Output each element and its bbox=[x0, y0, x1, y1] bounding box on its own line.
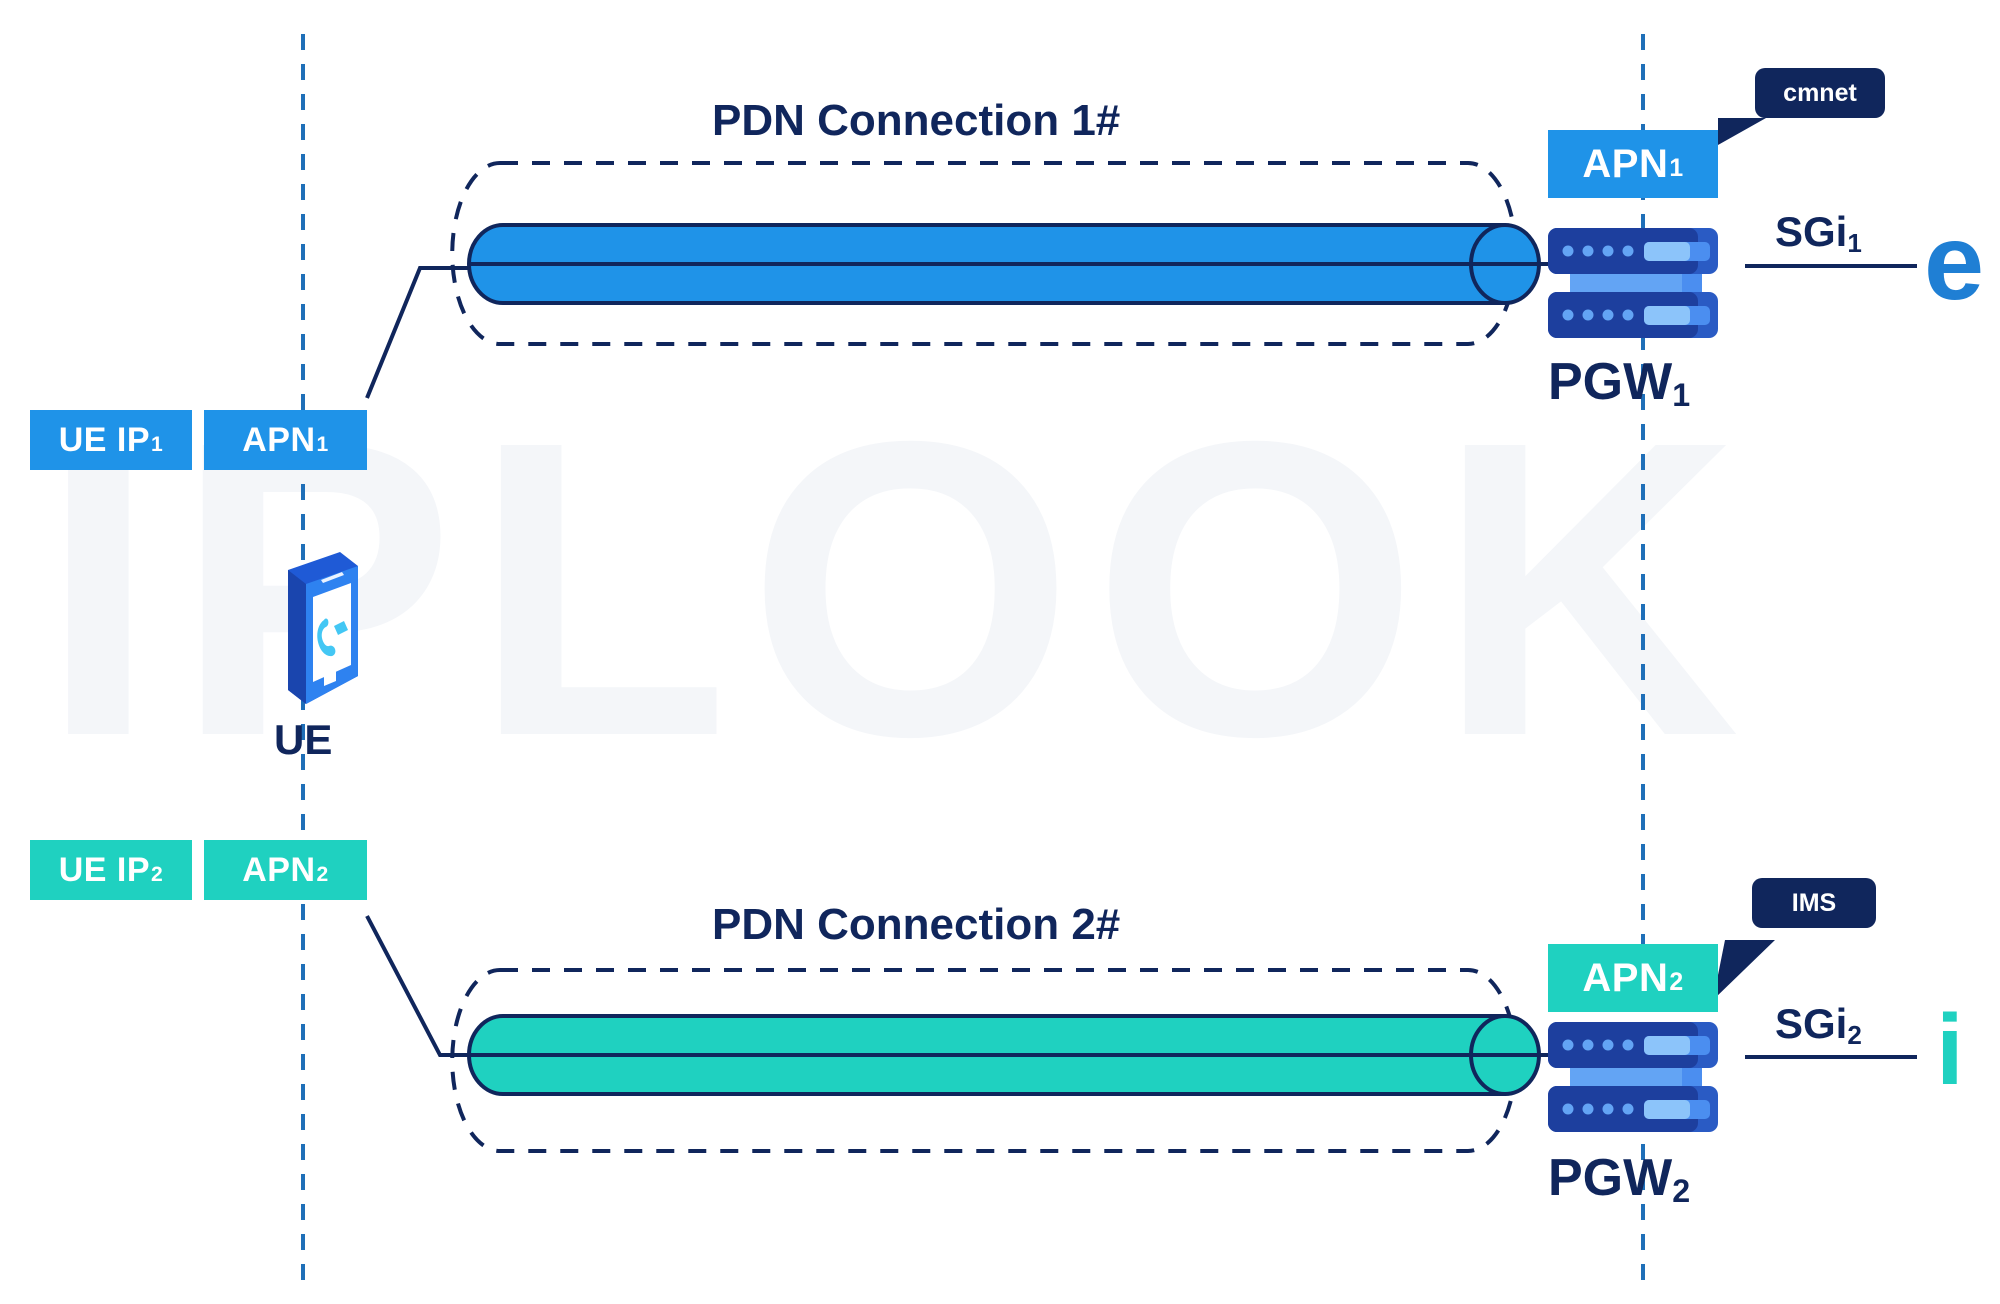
pgw-1-text: PGW bbox=[1548, 353, 1673, 411]
pdn-connection-2-title: PDN Connection 2# bbox=[712, 900, 1121, 949]
pdn-connection-1-title: PDN Connection 1# bbox=[712, 96, 1121, 145]
sgi-1-label: SGi1 bbox=[1775, 208, 1862, 258]
ue-ip-1-sub: 1 bbox=[151, 432, 164, 456]
pgw-2-sub: 2 bbox=[1672, 1173, 1691, 1210]
sgi-1-text: SGi bbox=[1775, 208, 1848, 255]
callout-cmnet[interactable]: cmnet bbox=[1755, 68, 1885, 118]
pgw-2-text: PGW bbox=[1548, 1149, 1673, 1207]
ue-ip-1-label: UE IP bbox=[58, 420, 151, 459]
callout-ims[interactable]: IMS bbox=[1752, 878, 1876, 928]
sgi-2-label: SGi2 bbox=[1775, 1000, 1862, 1050]
apn-1-right-label: APN bbox=[1582, 141, 1669, 186]
pgw-1-sub: 1 bbox=[1672, 377, 1691, 414]
connector-top bbox=[365, 266, 470, 399]
sgi-1-sub: 1 bbox=[1847, 227, 1862, 258]
tube-envelope-bottom bbox=[450, 968, 1518, 1153]
apn-2-left-label: APN bbox=[242, 850, 316, 889]
ims-i-icon: i bbox=[1936, 994, 1964, 1106]
apn-1-left-label: APN bbox=[242, 420, 316, 459]
ue-ip-2-label: UE IP bbox=[58, 850, 151, 889]
sgi-2-text: SGi bbox=[1775, 1000, 1848, 1047]
pgw-1-server-icon bbox=[1548, 228, 1718, 338]
pgw-2-server-icon bbox=[1548, 1022, 1718, 1132]
apn-2-right-sub: 2 bbox=[1669, 969, 1684, 997]
callout-tail-cmnet bbox=[1718, 118, 1766, 145]
ue-smartphone-icon bbox=[266, 548, 360, 708]
pgw-1-label: PGW1 bbox=[1548, 352, 1691, 414]
callout-cmnet-label: cmnet bbox=[1783, 78, 1857, 107]
ue-ip-2-sub: 2 bbox=[151, 862, 164, 886]
pgw-2-label: PGW2 bbox=[1548, 1148, 1691, 1210]
internet-e-icon: e bbox=[1924, 201, 1985, 322]
apn-2-right-label: APN bbox=[1582, 955, 1669, 1000]
sgi-2-sub: 2 bbox=[1847, 1019, 1862, 1050]
callout-ims-label: IMS bbox=[1791, 888, 1837, 917]
apn-2-left-sub: 2 bbox=[316, 862, 329, 886]
apn-1-right-sub: 1 bbox=[1669, 155, 1684, 183]
phone-handset-icon bbox=[317, 618, 348, 657]
callout-tail-ims bbox=[1713, 940, 1775, 1000]
ue-label: UE bbox=[274, 716, 333, 763]
tube-envelope-top bbox=[450, 161, 1518, 346]
apn-1-left-sub: 1 bbox=[316, 432, 329, 456]
